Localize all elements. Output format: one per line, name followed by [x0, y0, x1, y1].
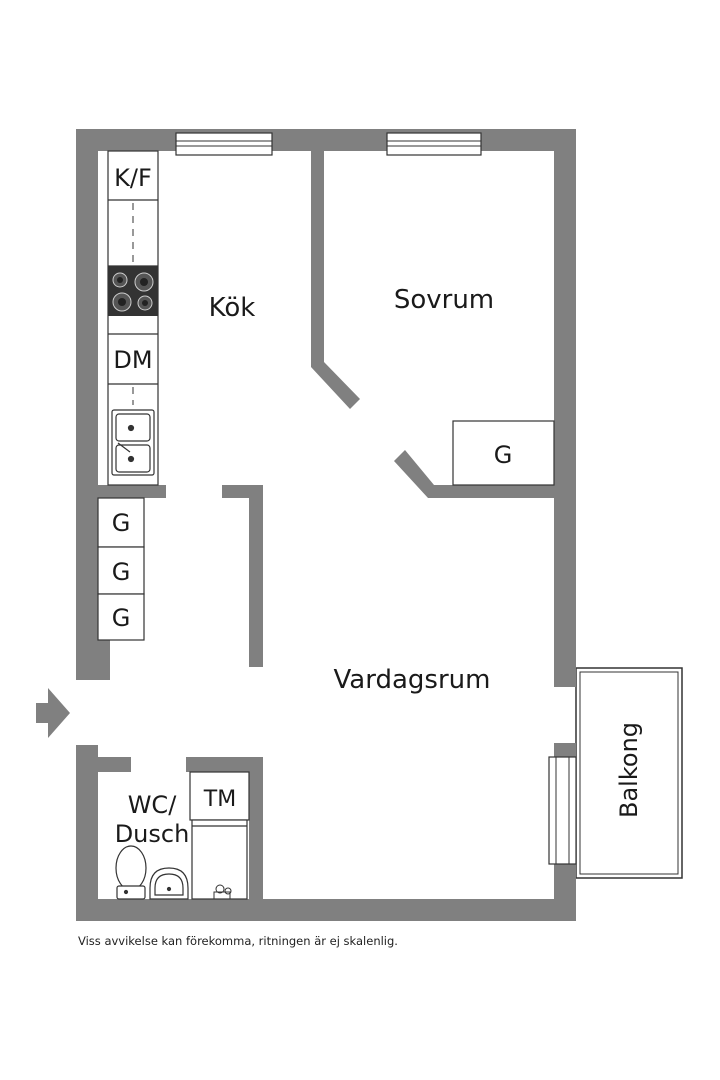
wall-bath-right-stub	[186, 757, 263, 772]
room-label-vardagsrum: Vardagsrum	[334, 665, 491, 695]
entrance-arrow-icon	[36, 688, 70, 738]
hall-wardrobes	[97, 497, 145, 641]
wall-left-lower	[76, 745, 98, 921]
fixture-label-tm: TM	[203, 787, 236, 812]
wall-bath-left-stub	[98, 757, 131, 772]
fixture-label-dm: DM	[113, 346, 152, 374]
floor-drain-icon	[213, 884, 232, 900]
bedroom-wardrobe	[452, 420, 555, 486]
room-label-balkong: Balkong	[615, 722, 643, 818]
wall-hall	[222, 485, 263, 667]
wall-left-upper	[76, 129, 98, 680]
room-label-wc: WC/	[128, 791, 177, 819]
disclaimer-note: Viss avvikelse kan förekomma, ritningen …	[78, 934, 398, 948]
bathroom-fixtures	[189, 771, 250, 900]
room-label-dusch: Dusch	[115, 820, 190, 848]
sink-icon	[111, 409, 155, 476]
wall-top	[76, 129, 576, 151]
outer-walls	[76, 129, 576, 921]
wall-wardrobe	[98, 640, 110, 680]
window-kok	[175, 132, 273, 156]
window-sovrum	[386, 132, 482, 156]
wall-right-lower	[554, 864, 576, 921]
room-label-kok: Kök	[209, 293, 256, 323]
wall-right-mid	[554, 743, 576, 757]
fixture-label-g1: G	[112, 509, 131, 537]
fixture-label-g3: G	[112, 604, 131, 632]
toilet-icon	[115, 845, 147, 900]
wall-bath-side	[249, 757, 263, 899]
fixture-label-g-sovrum: G	[494, 441, 513, 469]
fixture-label-kf: K/F	[114, 164, 152, 192]
interior-walls	[98, 151, 554, 899]
stove-icon	[108, 266, 158, 316]
wall-sovrum-vardagsrum	[394, 450, 554, 498]
washbasin-icon	[149, 867, 189, 900]
balcony-door	[548, 756, 577, 865]
wall-bottom	[76, 899, 576, 921]
wall-right-upper	[554, 129, 576, 687]
wall-sovrum-kok	[311, 151, 360, 409]
fixture-label-g2: G	[112, 558, 131, 586]
balcony	[575, 667, 683, 879]
wall-stub-kok	[98, 485, 166, 498]
room-label-sovrum: Sovrum	[394, 285, 494, 315]
